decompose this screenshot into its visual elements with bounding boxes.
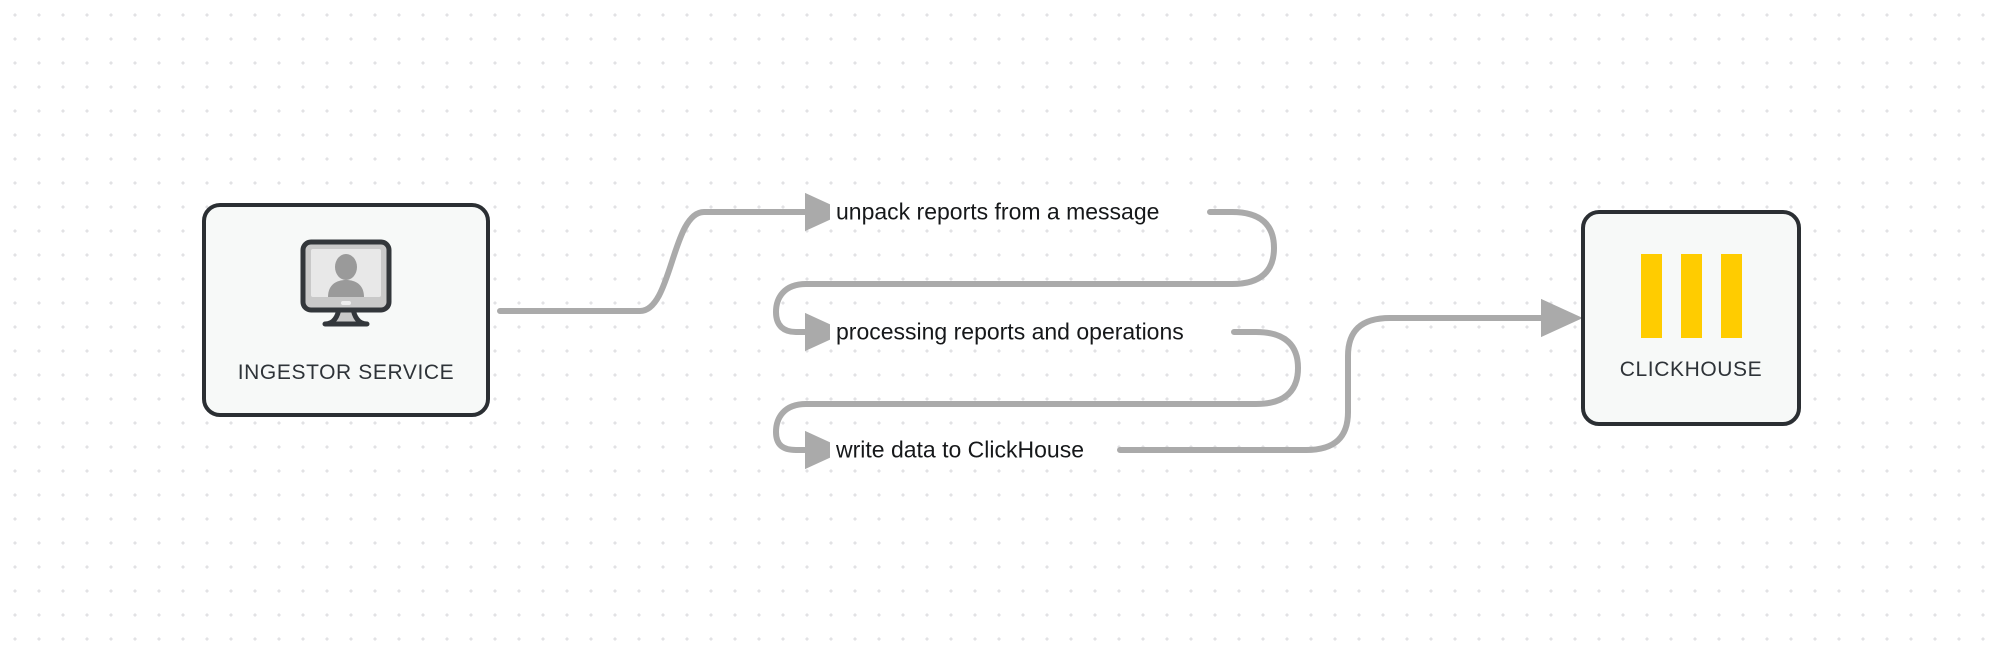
clickhouse-bar (1640, 254, 1662, 338)
label-knockout-1 (830, 197, 1206, 227)
edge-path-unpack (497, 192, 847, 314)
edge-path-processing (772, 281, 847, 352)
node-ingestor-service[interactable]: INGESTOR SERVICE (202, 203, 490, 417)
node-ingestor-service-label: INGESTOR SERVICE (237, 360, 455, 384)
label-knockout-2 (830, 317, 1230, 347)
edge-label-write-data[interactable]: write data to ClickHouse (836, 436, 1084, 463)
node-clickhouse-label: CLICKHOUSE (1619, 358, 1763, 381)
clickhouse-bar (1680, 254, 1702, 338)
user-monitor-icon (294, 236, 398, 339)
node-clickhouse[interactable]: CLICKHOUSE (1581, 210, 1801, 426)
clickhouse-bar (1720, 254, 1742, 338)
edge-path-write-data (772, 401, 847, 470)
label-knockout-3 (830, 435, 1114, 465)
edge-label-processing-reports[interactable]: processing reports and operations (836, 318, 1184, 345)
clickhouse-logo-icon (1640, 254, 1742, 338)
edge-label-unpack-reports[interactable]: unpack reports from a message (836, 198, 1160, 225)
